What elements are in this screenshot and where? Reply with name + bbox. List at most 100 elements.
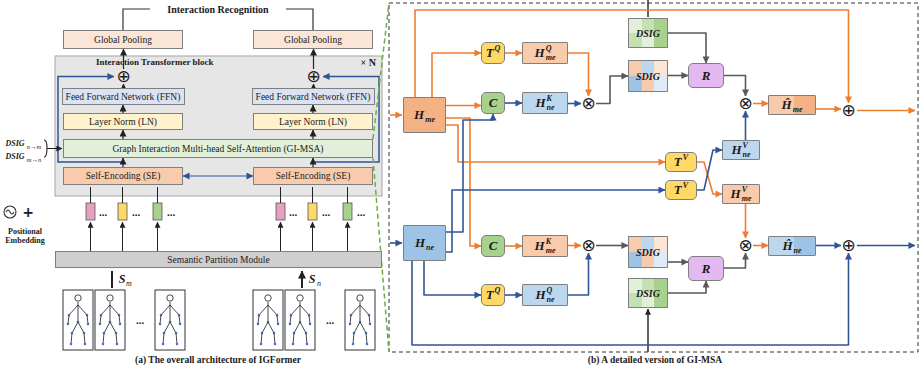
- script-column: ne: [426, 235, 434, 252]
- joint-dot: [277, 323, 280, 326]
- connector: [446, 125, 665, 162]
- box-label: C: [489, 95, 498, 111]
- bone-line: [101, 305, 110, 315]
- connector: [724, 76, 746, 97]
- transformer-block: Interaction Transformer block× N⊕⊕Feed F…: [55, 56, 382, 196]
- text-wrap: Ĥme: [782, 97, 803, 114]
- bone-line: [160, 315, 161, 324]
- text-wrap: R: [702, 68, 711, 84]
- bone-line: [103, 333, 104, 344]
- graph-input-bracket: [44, 140, 62, 157]
- superscript: V: [683, 154, 688, 162]
- text-wrap: ⊕: [841, 238, 855, 253]
- bone-line: [294, 322, 300, 333]
- annotation: Interaction Recognition: [167, 4, 268, 15]
- graph-matrix: DSIG: [628, 18, 668, 48]
- text-wrap: Global Pooling: [94, 35, 152, 45]
- connector: [312, 158, 313, 167]
- joint-dot: [369, 323, 372, 326]
- box-label: Graph Interaction Multi-head Self-Attent…: [112, 144, 323, 154]
- math-symbol: H: [415, 235, 425, 251]
- head-circle: [357, 295, 363, 301]
- graph-matrix: SDIG: [628, 60, 668, 92]
- box-label: R: [702, 261, 711, 277]
- bone-line: [309, 315, 310, 324]
- text-wrap: HneK: [535, 95, 554, 112]
- annotation: ...: [99, 206, 107, 218]
- sine-symbol: [6, 210, 14, 214]
- box-label: ⊗: [581, 96, 595, 111]
- output-box: Ĥme: [768, 95, 816, 115]
- bone-line: [100, 315, 101, 324]
- text-wrap: Semantic Partition Module: [167, 255, 269, 265]
- subscript: ne: [426, 244, 434, 252]
- connector: [505, 52, 522, 54]
- connector: [313, 49, 314, 69]
- connector: [432, 53, 481, 97]
- connector: [122, 105, 123, 113]
- bone-line: [268, 305, 277, 315]
- token-arrow: [347, 187, 348, 251]
- token-arrow: [280, 187, 281, 251]
- bone-line: [258, 315, 259, 324]
- frame: [285, 290, 315, 350]
- token-box: [308, 203, 317, 220]
- ffn-box: Feed Forward Network (FFN): [62, 88, 185, 105]
- script-column: Q: [495, 45, 501, 62]
- bone-line: [87, 315, 88, 324]
- bone-line: [277, 315, 278, 324]
- connector: [596, 245, 628, 247]
- bone-line: [300, 305, 309, 315]
- text-wrap: SDIG: [636, 247, 660, 258]
- annotation: Positional Embedding: [2, 227, 48, 245]
- joint-dot: [309, 323, 312, 326]
- joint-dot: [67, 323, 70, 326]
- joint-dot: [70, 343, 73, 346]
- script-column: me: [425, 107, 435, 124]
- head-circle: [75, 295, 81, 301]
- joint-dot: [162, 343, 165, 346]
- bone-line: [161, 305, 170, 315]
- annotation: ...: [357, 206, 365, 218]
- repeat-count: × N: [361, 57, 376, 68]
- joint-dot: [260, 343, 263, 346]
- multiply-symbol: ⊗: [738, 238, 753, 253]
- head-circle: [297, 295, 303, 301]
- superscript: Q: [547, 287, 555, 295]
- connector: [816, 108, 841, 110]
- text-wrap: Layer Norm (LN): [89, 117, 157, 127]
- text-wrap: C: [489, 95, 498, 111]
- joint-dot: [116, 343, 119, 346]
- text-wrap: HneV: [731, 142, 750, 159]
- pooling-box: Global Pooling: [253, 30, 373, 49]
- text-wrap: TQ: [486, 45, 501, 62]
- frame: [253, 290, 283, 350]
- box-label: DSIG: [636, 28, 660, 39]
- box-label: ⊕: [841, 238, 855, 253]
- math-symbol: T: [486, 287, 494, 303]
- joint-dot: [84, 343, 87, 346]
- joint-dot: [102, 343, 105, 346]
- math-symbol: H: [535, 45, 545, 61]
- annotation: DSIG: [5, 139, 24, 148]
- relation-box: R: [688, 63, 724, 88]
- text-wrap: Feed Forward Network (FFN): [256, 92, 371, 102]
- bone-line: [163, 333, 164, 344]
- text-wrap: R: [702, 261, 711, 277]
- script-column: V: [683, 154, 688, 171]
- joint-dot: [366, 343, 369, 346]
- annotation: n: [317, 279, 321, 288]
- annotation: ...: [326, 314, 334, 326]
- bone-line: [293, 333, 294, 344]
- joint-dot: [306, 343, 309, 346]
- token-row: [86, 187, 352, 251]
- text-wrap: TQ: [486, 287, 501, 304]
- token-box: [276, 203, 285, 220]
- superscript: Q: [546, 45, 556, 53]
- connector: [122, 158, 123, 167]
- joint-dot: [349, 323, 352, 326]
- bone-line: [366, 333, 367, 344]
- bone-line: [354, 322, 360, 333]
- bone-line: [360, 322, 366, 333]
- token-arrow: [90, 187, 91, 251]
